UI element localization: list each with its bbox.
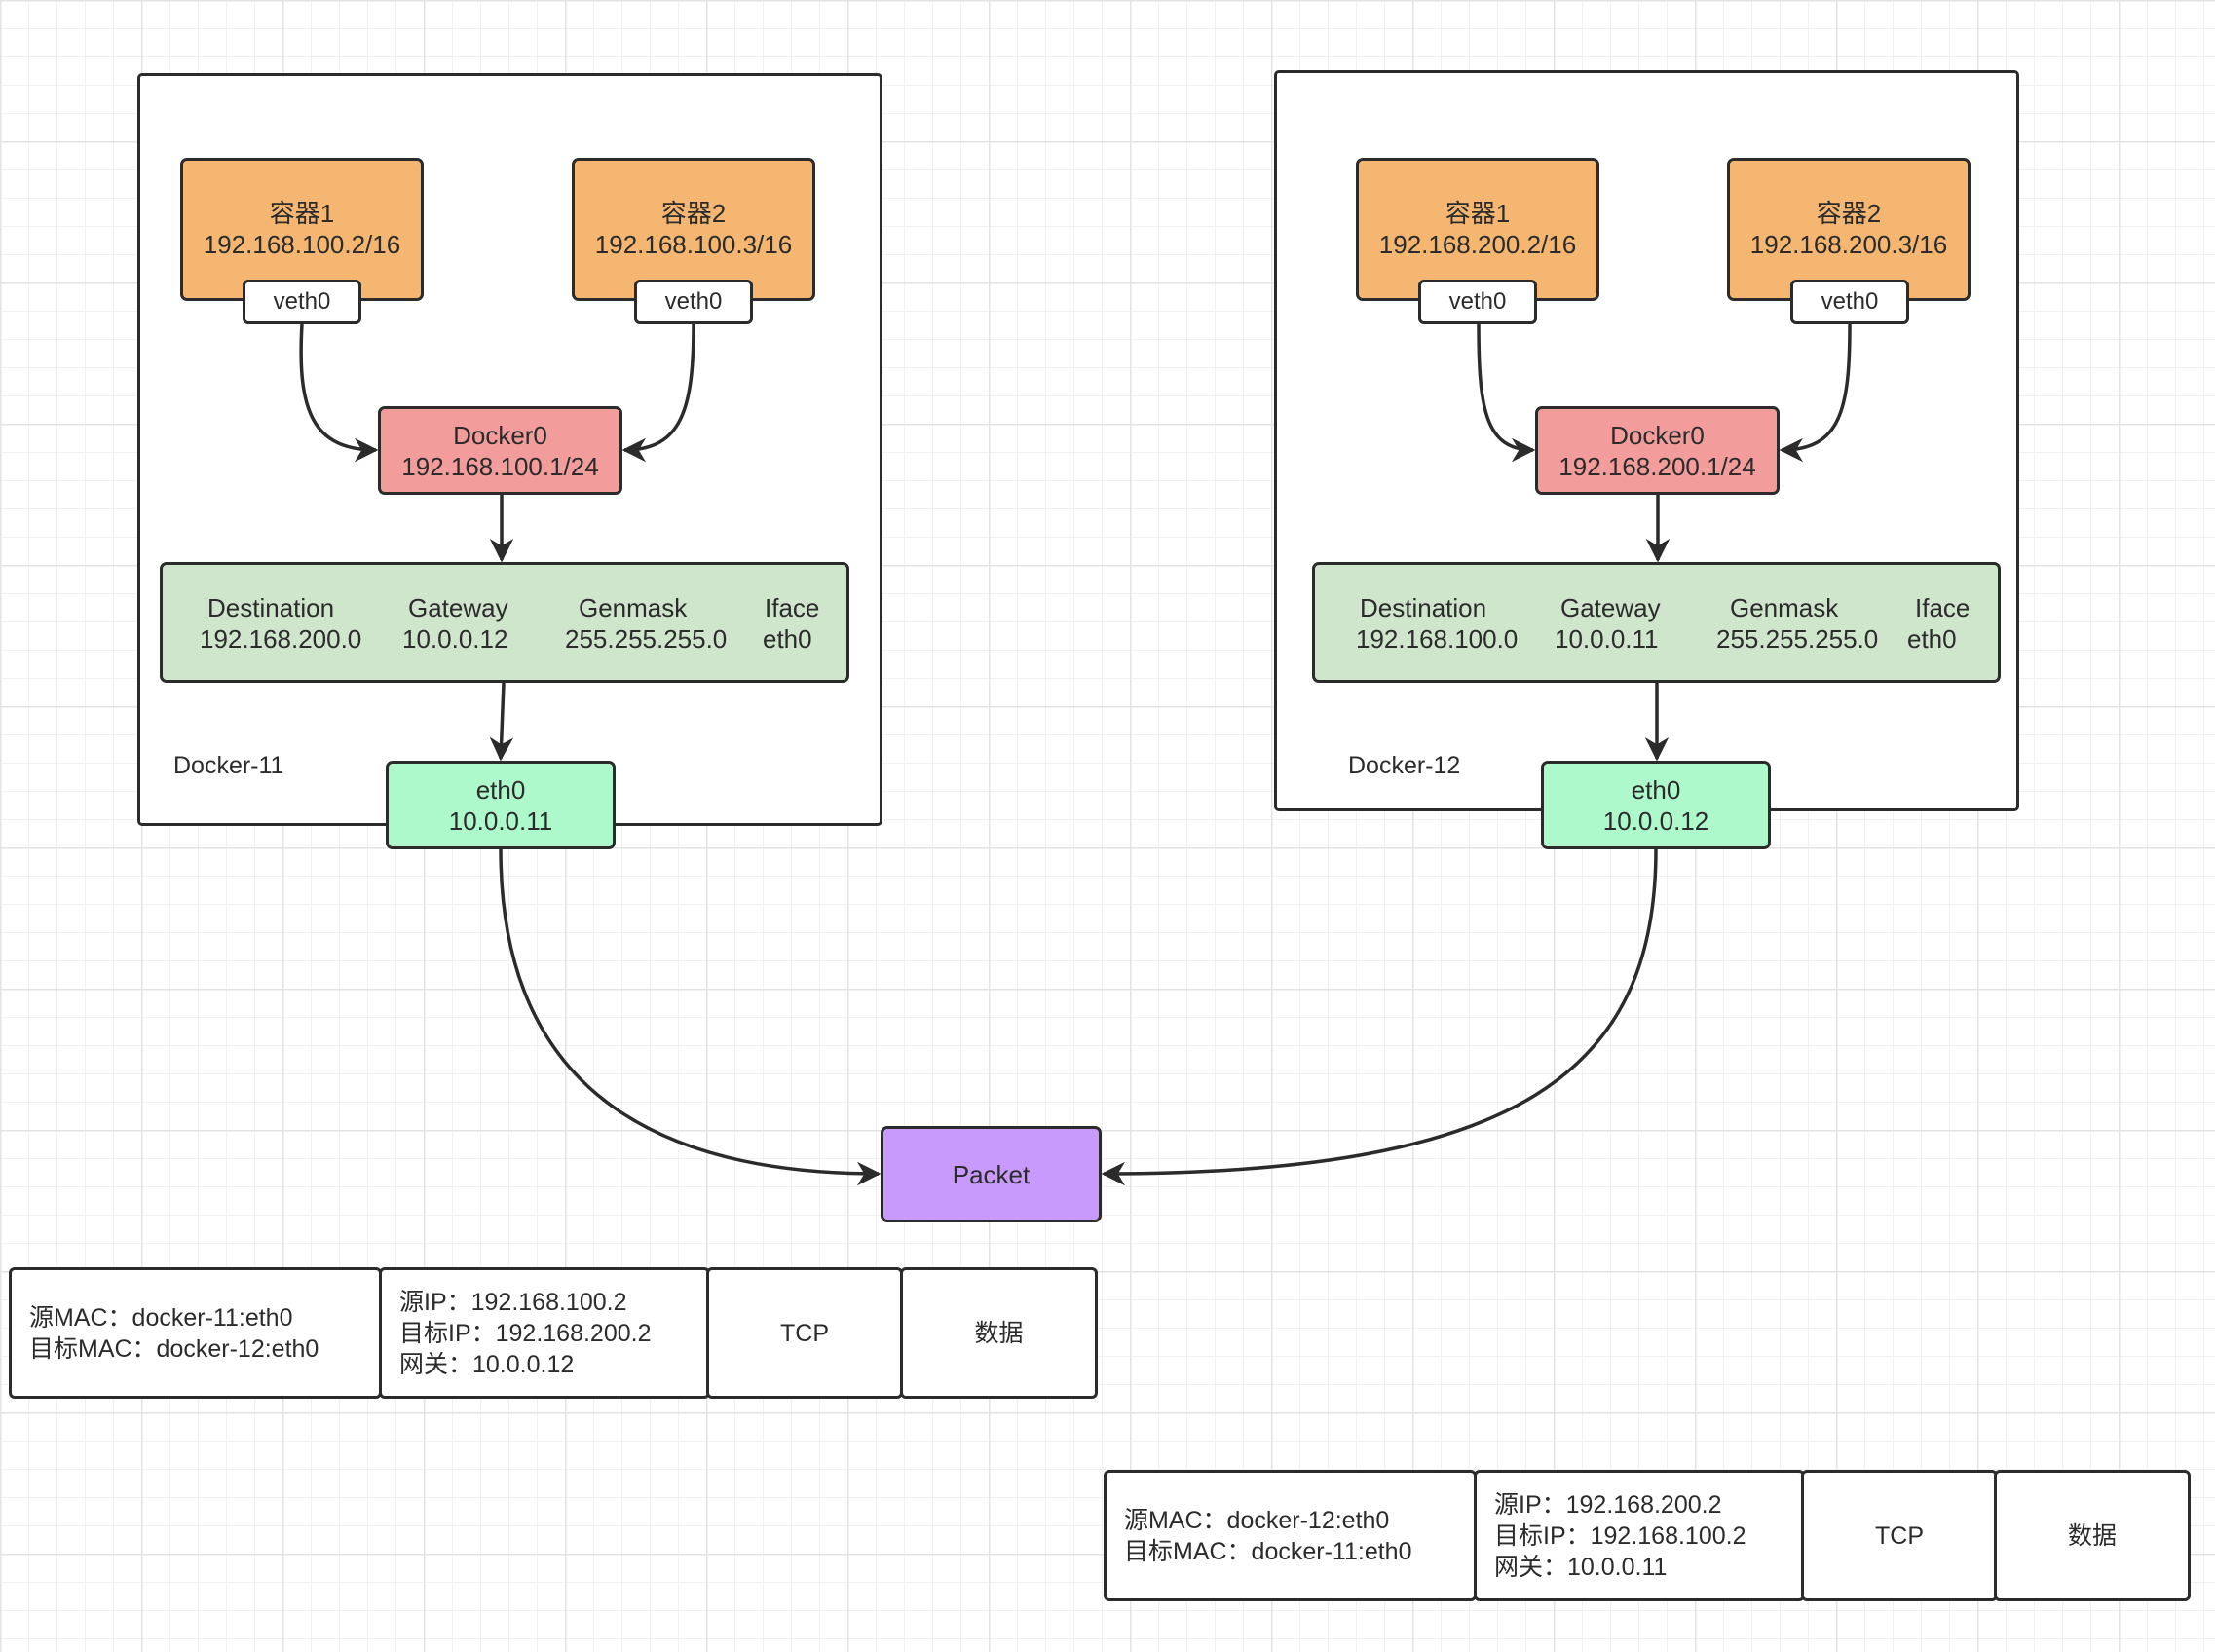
route-col-destination: Destination 192.168.200.0	[200, 592, 361, 655]
gateway: 网关：10.0.0.11	[1494, 1553, 1668, 1581]
arrow-route-to-eth0-host-11	[489, 682, 514, 762]
veth-label: veth0	[1821, 288, 1879, 315]
dst-ip: 目标IP：192.168.200.2	[399, 1319, 652, 1347]
nic-name: eth0	[475, 774, 526, 805]
bridge-ip: 192.168.200.1/24	[1558, 451, 1756, 481]
frame-1-ip-header: 源IP：192.168.100.2 目标IP：192.168.200.2 网关：…	[379, 1267, 710, 1399]
curve-eth0-host-12-to-packet	[1101, 848, 1658, 1186]
payload-label: 数据	[2067, 1521, 2117, 1550]
route-header: Genmask	[1730, 593, 1839, 622]
route-header: Iface	[765, 593, 820, 622]
container-name: 容器1	[1445, 199, 1511, 228]
src-mac: 源MAC：docker-12:eth0	[1124, 1506, 1390, 1534]
veth-container-2-host-11[interactable]: veth0	[634, 280, 753, 324]
veth-container-1-host-12[interactable]: veth0	[1418, 280, 1537, 324]
route-value: 10.0.0.11	[1555, 624, 1659, 654]
route-value: 192.168.200.0	[200, 624, 362, 654]
docker0-bridge-host-11[interactable]: Docker0 192.168.100.1/24	[378, 406, 622, 495]
route-table-host-12[interactable]: Destination 192.168.100.0 Gateway 10.0.0…	[1312, 562, 2001, 683]
src-ip: 源IP：192.168.200.2	[1494, 1490, 1722, 1519]
container-name: 容器2	[1816, 199, 1882, 228]
arrow-veth2-to-docker0-host-11	[621, 323, 695, 463]
route-value: 192.168.100.0	[1356, 624, 1519, 654]
route-value: 255.255.255.0	[565, 624, 728, 654]
eth0-nic-host-11[interactable]: eth0 10.0.0.11	[386, 761, 616, 849]
host-label: Docker-11	[173, 752, 284, 779]
container-name: 容器2	[660, 199, 727, 228]
nic-name: eth0	[1631, 774, 1681, 805]
route-header: Genmask	[579, 593, 688, 622]
route-value: eth0	[763, 624, 812, 654]
protocol-label: TCP	[780, 1319, 829, 1347]
nic-ip: 10.0.0.11	[448, 806, 553, 836]
route-value: eth0	[1907, 624, 1957, 654]
frame-2-payload: 数据	[1994, 1470, 2191, 1601]
dst-mac: 目标MAC：docker-11:eth0	[1124, 1537, 1412, 1565]
curve-eth0-host-11-to-packet	[499, 848, 882, 1186]
src-mac: 源MAC：docker-11:eth0	[29, 1303, 293, 1332]
route-col-gateway: Gateway 10.0.0.12	[402, 592, 508, 655]
route-header: Gateway	[408, 593, 508, 622]
route-col-gateway: Gateway 10.0.0.11	[1555, 592, 1661, 655]
container-2-host-11[interactable]: 容器2 192.168.100.3/16	[572, 158, 815, 301]
container-ip: 192.168.200.2/16	[1378, 230, 1577, 259]
container-2-host-12[interactable]: 容器2 192.168.200.3/16	[1727, 158, 1971, 301]
frame-2-mac-header: 源MAC：docker-12:eth0 目标MAC：docker-11:eth0	[1104, 1470, 1477, 1601]
frame-1-mac-header: 源MAC：docker-11:eth0 目标MAC：docker-12:eth0	[9, 1267, 382, 1399]
dst-mac: 目标MAC：docker-12:eth0	[29, 1334, 319, 1363]
route-header: Destination	[207, 593, 335, 622]
container-1-host-11[interactable]: 容器1 192.168.100.2/16	[180, 158, 424, 301]
arrow-veth1-to-docker0-host-11	[299, 323, 379, 463]
route-value: 10.0.0.12	[402, 624, 508, 654]
route-value: 255.255.255.0	[1716, 624, 1879, 654]
container-1-host-12[interactable]: 容器1 192.168.200.2/16	[1356, 158, 1599, 301]
route-col-destination: Destination 192.168.100.0	[1356, 592, 1518, 655]
frame-1-payload: 数据	[900, 1267, 1098, 1399]
veth-container-2-host-12[interactable]: veth0	[1790, 280, 1909, 324]
route-col-iface: Iface eth0	[763, 592, 820, 655]
route-table-host-11[interactable]: Destination 192.168.200.0 Gateway 10.0.0…	[160, 562, 849, 683]
veth-label: veth0	[1448, 288, 1507, 315]
arrow-veth2-to-docker0-host-12	[1779, 323, 1852, 463]
gateway: 网关：10.0.0.12	[399, 1350, 575, 1378]
veth-label: veth0	[664, 288, 723, 315]
container-ip: 192.168.100.2/16	[203, 230, 401, 259]
nic-ip: 10.0.0.12	[1602, 806, 1709, 836]
dst-ip: 目标IP：192.168.100.2	[1494, 1521, 1746, 1550]
payload-label: 数据	[974, 1319, 1024, 1347]
route-col-iface: Iface eth0	[1907, 592, 1971, 655]
packet-label: Packet	[952, 1159, 1031, 1189]
veth-label: veth0	[273, 288, 331, 315]
protocol-label: TCP	[1875, 1521, 1924, 1550]
route-header: Gateway	[1560, 593, 1661, 622]
container-name: 容器1	[269, 199, 335, 228]
frame-2-ip-header: 源IP：192.168.200.2 目标IP：192.168.100.2 网关：…	[1474, 1470, 1805, 1601]
frame-1-protocol: TCP	[706, 1267, 903, 1399]
docker0-bridge-host-12[interactable]: Docker0 192.168.200.1/24	[1535, 406, 1780, 495]
src-ip: 源IP：192.168.100.2	[399, 1288, 627, 1316]
bridge-name: Docker0	[1610, 420, 1705, 450]
arrow-veth1-to-docker0-host-12	[1477, 323, 1536, 463]
veth-container-1-host-11[interactable]: veth0	[243, 280, 361, 324]
container-ip: 192.168.100.3/16	[594, 230, 793, 259]
frame-2-protocol: TCP	[1801, 1470, 1998, 1601]
host-label: Docker-12	[1348, 752, 1461, 779]
container-ip: 192.168.200.3/16	[1749, 230, 1948, 259]
route-header: Destination	[1360, 593, 1487, 622]
bridge-name: Docker0	[453, 420, 547, 450]
route-header: Iface	[1915, 593, 1971, 622]
packet-node[interactable]: Packet	[881, 1126, 1102, 1222]
route-col-genmask: Genmask 255.255.255.0	[565, 592, 727, 655]
eth0-nic-host-12[interactable]: eth0 10.0.0.12	[1541, 761, 1771, 849]
route-col-genmask: Genmask 255.255.255.0	[1716, 592, 1878, 655]
bridge-ip: 192.168.100.1/24	[401, 451, 599, 481]
